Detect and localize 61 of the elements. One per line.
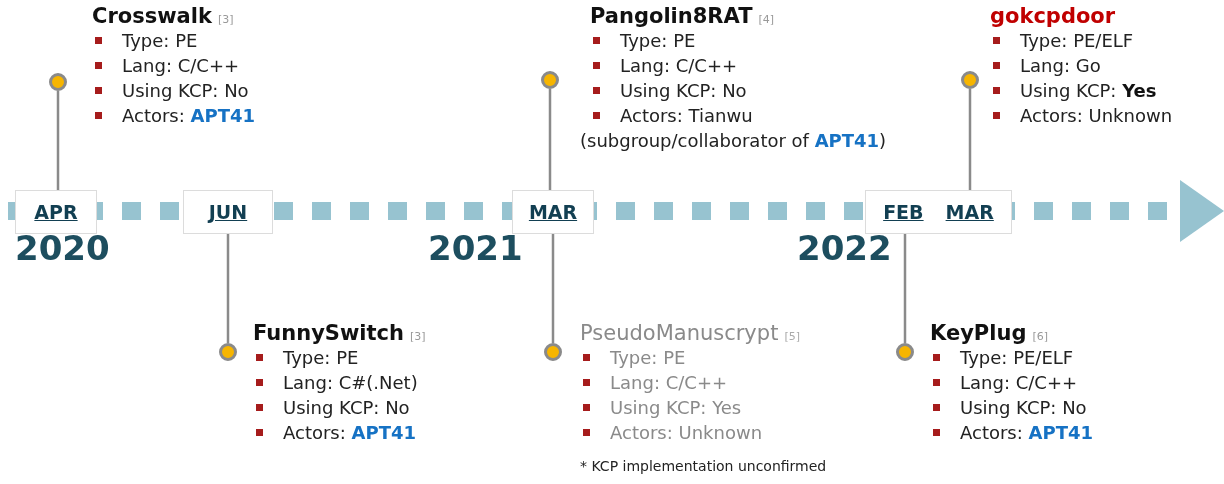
list-item: Using KCP: No	[283, 397, 410, 418]
malware-name: PseudoManuscrypt	[580, 321, 779, 345]
month-label: JUN	[208, 201, 248, 223]
year-label: 2021	[428, 228, 523, 268]
month-label: APR	[34, 201, 78, 223]
month-label: MAR	[528, 201, 578, 223]
list-item: Lang: Go	[1020, 55, 1101, 76]
list-item: Type: PE/ELF	[960, 347, 1074, 368]
list-item: Using KCP: Yes	[610, 397, 742, 418]
timeline-dot	[961, 71, 979, 89]
list-item: Actors: Tianwu	[620, 105, 753, 126]
malware-name: KeyPlug	[930, 321, 1027, 345]
connector-line	[968, 89, 972, 190]
month-box	[865, 190, 1012, 234]
list-item: Lang: C/C++	[620, 55, 738, 76]
month-box	[15, 190, 97, 234]
malware-name: gokcpdoor	[990, 4, 1116, 28]
list-item: Using KCP: No	[122, 80, 249, 101]
list-item: Lang: C/C++	[610, 372, 728, 393]
list-item: Lang: C#(.Net)	[283, 372, 418, 393]
timeline-dot	[544, 343, 562, 361]
timeline-dot	[896, 343, 914, 361]
list-item: Using KCP: No	[960, 397, 1087, 418]
connector-line	[226, 232, 230, 343]
month-box	[183, 190, 273, 234]
connector-line	[548, 89, 552, 190]
footnote: * KCP implementation unconfirmed	[580, 458, 827, 474]
citation-mark: [3]	[217, 13, 234, 26]
list-item: Actors: APT41	[122, 105, 255, 126]
citation-mark: [3]	[410, 330, 426, 343]
month-label: FEB	[883, 201, 924, 223]
list-item: Type: PE	[620, 30, 696, 51]
list-item: Using KCP: Yes	[1020, 80, 1157, 101]
list-item: Actors: APT41	[283, 422, 416, 443]
timeline-dot	[49, 73, 67, 91]
timeline-dot	[219, 343, 237, 361]
list-item: Type: PE	[610, 347, 686, 368]
list-item: Type: PE	[122, 30, 198, 51]
list-item: Using KCP: No	[620, 80, 747, 101]
list-item: Type: PE/ELF	[1020, 30, 1134, 51]
list-item: Lang: C/C++	[960, 372, 1078, 393]
list-item: Lang: C/C++	[122, 55, 240, 76]
malware-name: FunnySwitch	[253, 321, 404, 345]
list-item: Actors: APT41	[960, 422, 1093, 443]
year-label: 2022	[797, 228, 892, 268]
timeline-dot	[541, 71, 559, 89]
list-item: Actors: Unknown	[610, 422, 763, 443]
list-item: Type: PE	[283, 347, 359, 368]
citation-mark: [4]	[758, 13, 775, 26]
connector-line	[551, 232, 555, 343]
malware-name: Pangolin8RAT	[590, 4, 753, 28]
list-item-continuation: (subgroup/collaborator of APT41)	[580, 130, 887, 151]
month-box	[512, 190, 594, 234]
citation-mark: [5]	[784, 330, 800, 343]
month-label: MAR	[945, 201, 994, 223]
list-item: Actors: Unknown	[1020, 105, 1173, 126]
connector-line	[56, 91, 60, 190]
citation-mark: [6]	[1032, 330, 1048, 343]
malware-name: Crosswalk	[92, 4, 212, 28]
connector-line	[903, 232, 907, 343]
year-label: 2020	[15, 228, 110, 268]
